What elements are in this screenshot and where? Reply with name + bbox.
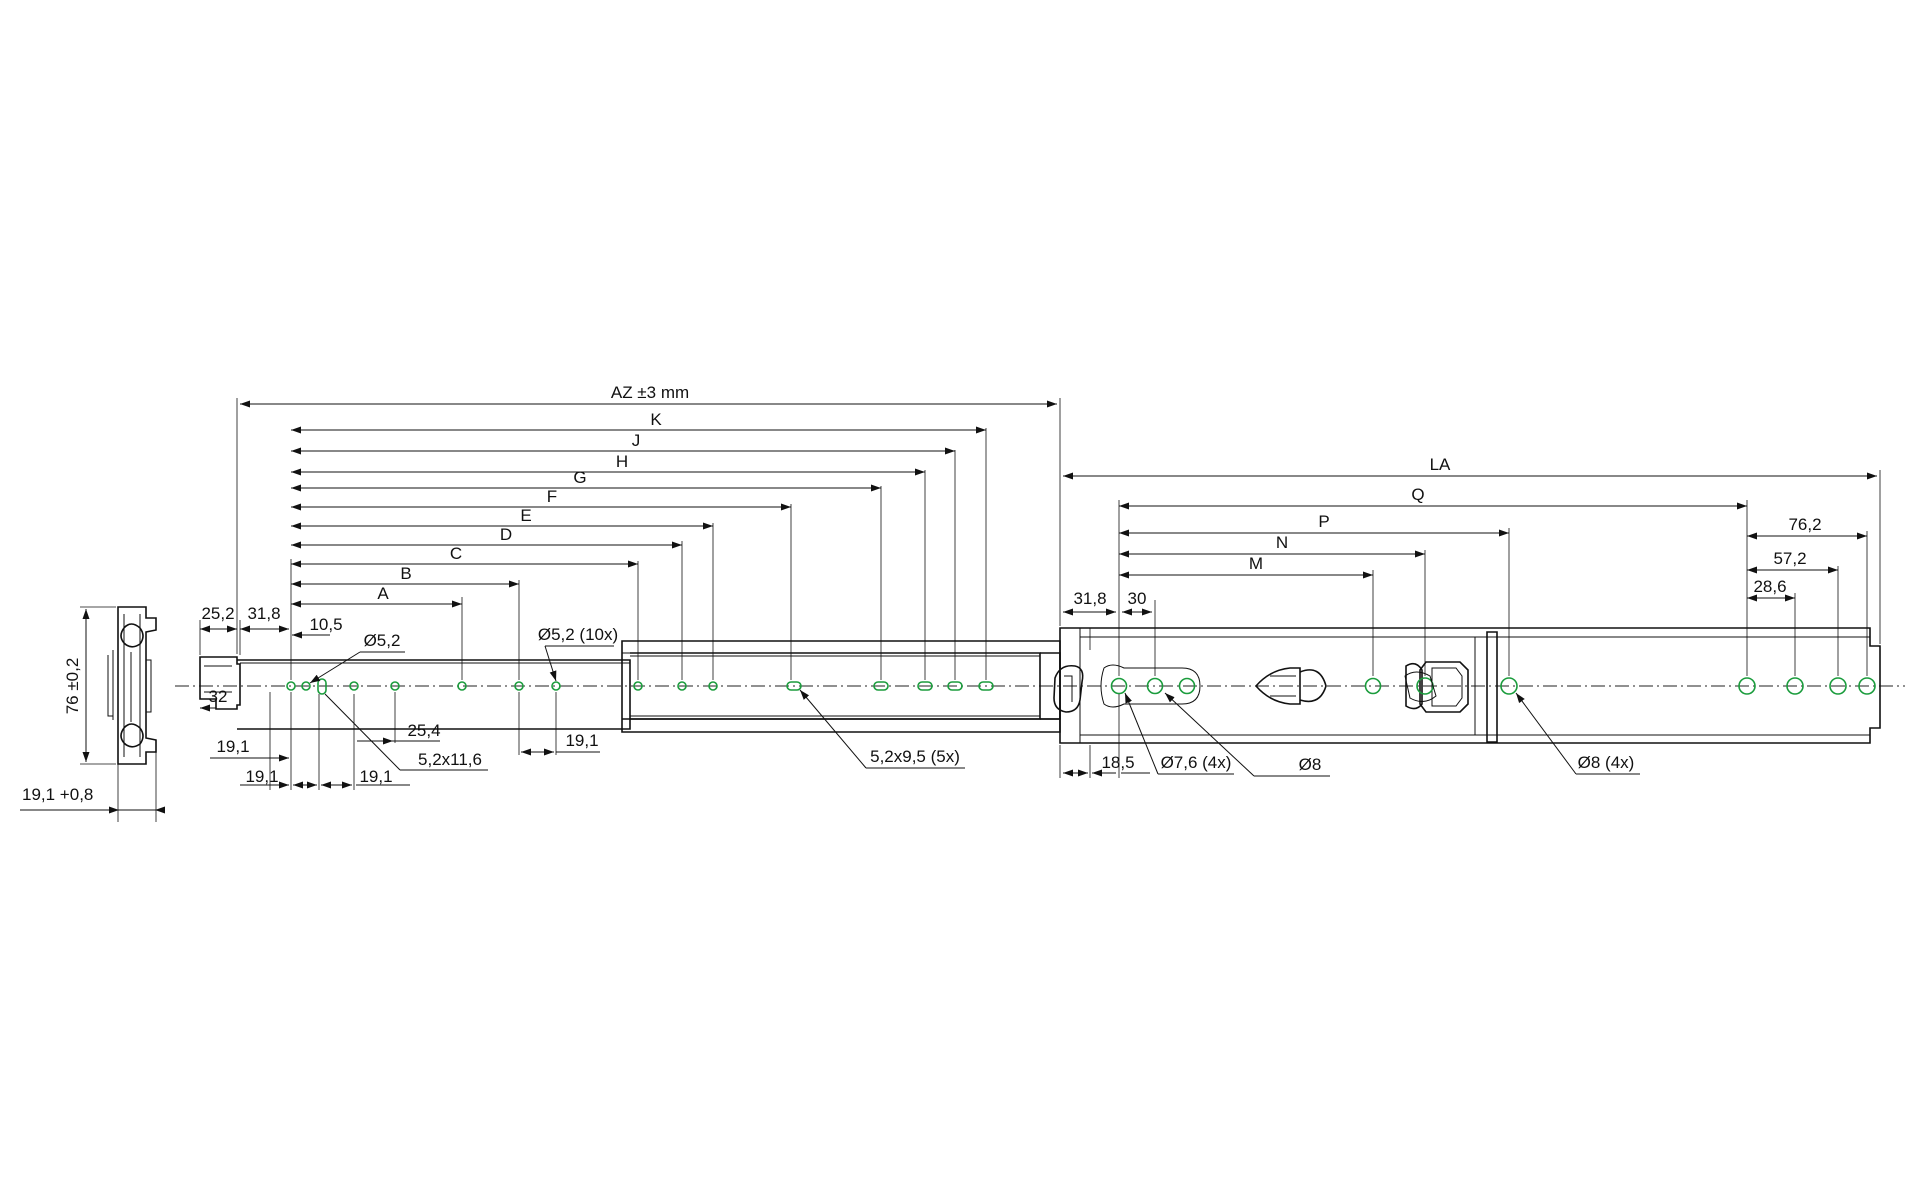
label-hole-7-6-4x: Ø7,6 (4x) [1161,753,1232,772]
slide-body [199,627,1881,744]
label-19-1-d: 19,1 [565,731,598,750]
right-detail-dimensions [1059,608,1640,778]
label-p: P [1318,512,1329,531]
label-hole-5-2-10x: Ø5,2 (10x) [538,625,618,644]
label-19-1-c: 19,1 [359,767,392,786]
label-31-8-right: 31,8 [1073,589,1106,608]
label-hole-8-4x: Ø8 (4x) [1578,753,1635,772]
label-az: AZ ±3 mm [611,383,689,402]
slide-cross-section [80,606,157,822]
label-19-1-b: 19,1 [245,767,278,786]
label-k: K [650,410,662,429]
bracket-plate-outline [1100,664,1201,708]
label-c: C [450,544,462,563]
label-b: B [400,564,411,583]
label-31-8-left: 31,8 [247,604,280,623]
label-28-6: 28,6 [1753,577,1786,596]
label-hole-8: Ø8 [1299,755,1322,774]
label-32: 32 [209,687,228,706]
label-30: 30 [1128,589,1147,608]
top-dimensions [236,398,1881,680]
label-q: Q [1411,485,1424,504]
mounting-holes [286,677,1876,695]
label-f: F [547,487,557,506]
left-detail-dimensions [199,620,965,790]
label-la: LA [1430,455,1451,474]
height-dimension-label: 76 ±0,2 [63,658,82,715]
label-g: G [573,468,586,487]
label-a: A [377,584,389,603]
label-slot-5-2x9-5-5x: 5,2x9,5 (5x) [870,747,960,766]
label-25-2: 25,2 [201,604,234,623]
label-d: D [500,525,512,544]
label-j: J [632,431,641,450]
label-hole-5-2: Ø5,2 [364,631,401,650]
label-19-1-a: 19,1 [216,737,249,756]
label-h: H [616,452,628,471]
label-18-5: 18,5 [1101,753,1134,772]
width-dimension-label: 19,1 +0,8 [22,785,93,804]
label-25-4: 25,4 [407,721,440,740]
label-n: N [1276,533,1288,552]
label-slot-5-2x11-6: 5,2x11,6 [418,750,482,769]
label-e: E [520,506,531,525]
label-10-5: 10,5 [309,615,342,634]
label-57-2: 57,2 [1773,549,1806,568]
label-m: M [1249,554,1263,573]
label-76-2: 76,2 [1788,515,1821,534]
